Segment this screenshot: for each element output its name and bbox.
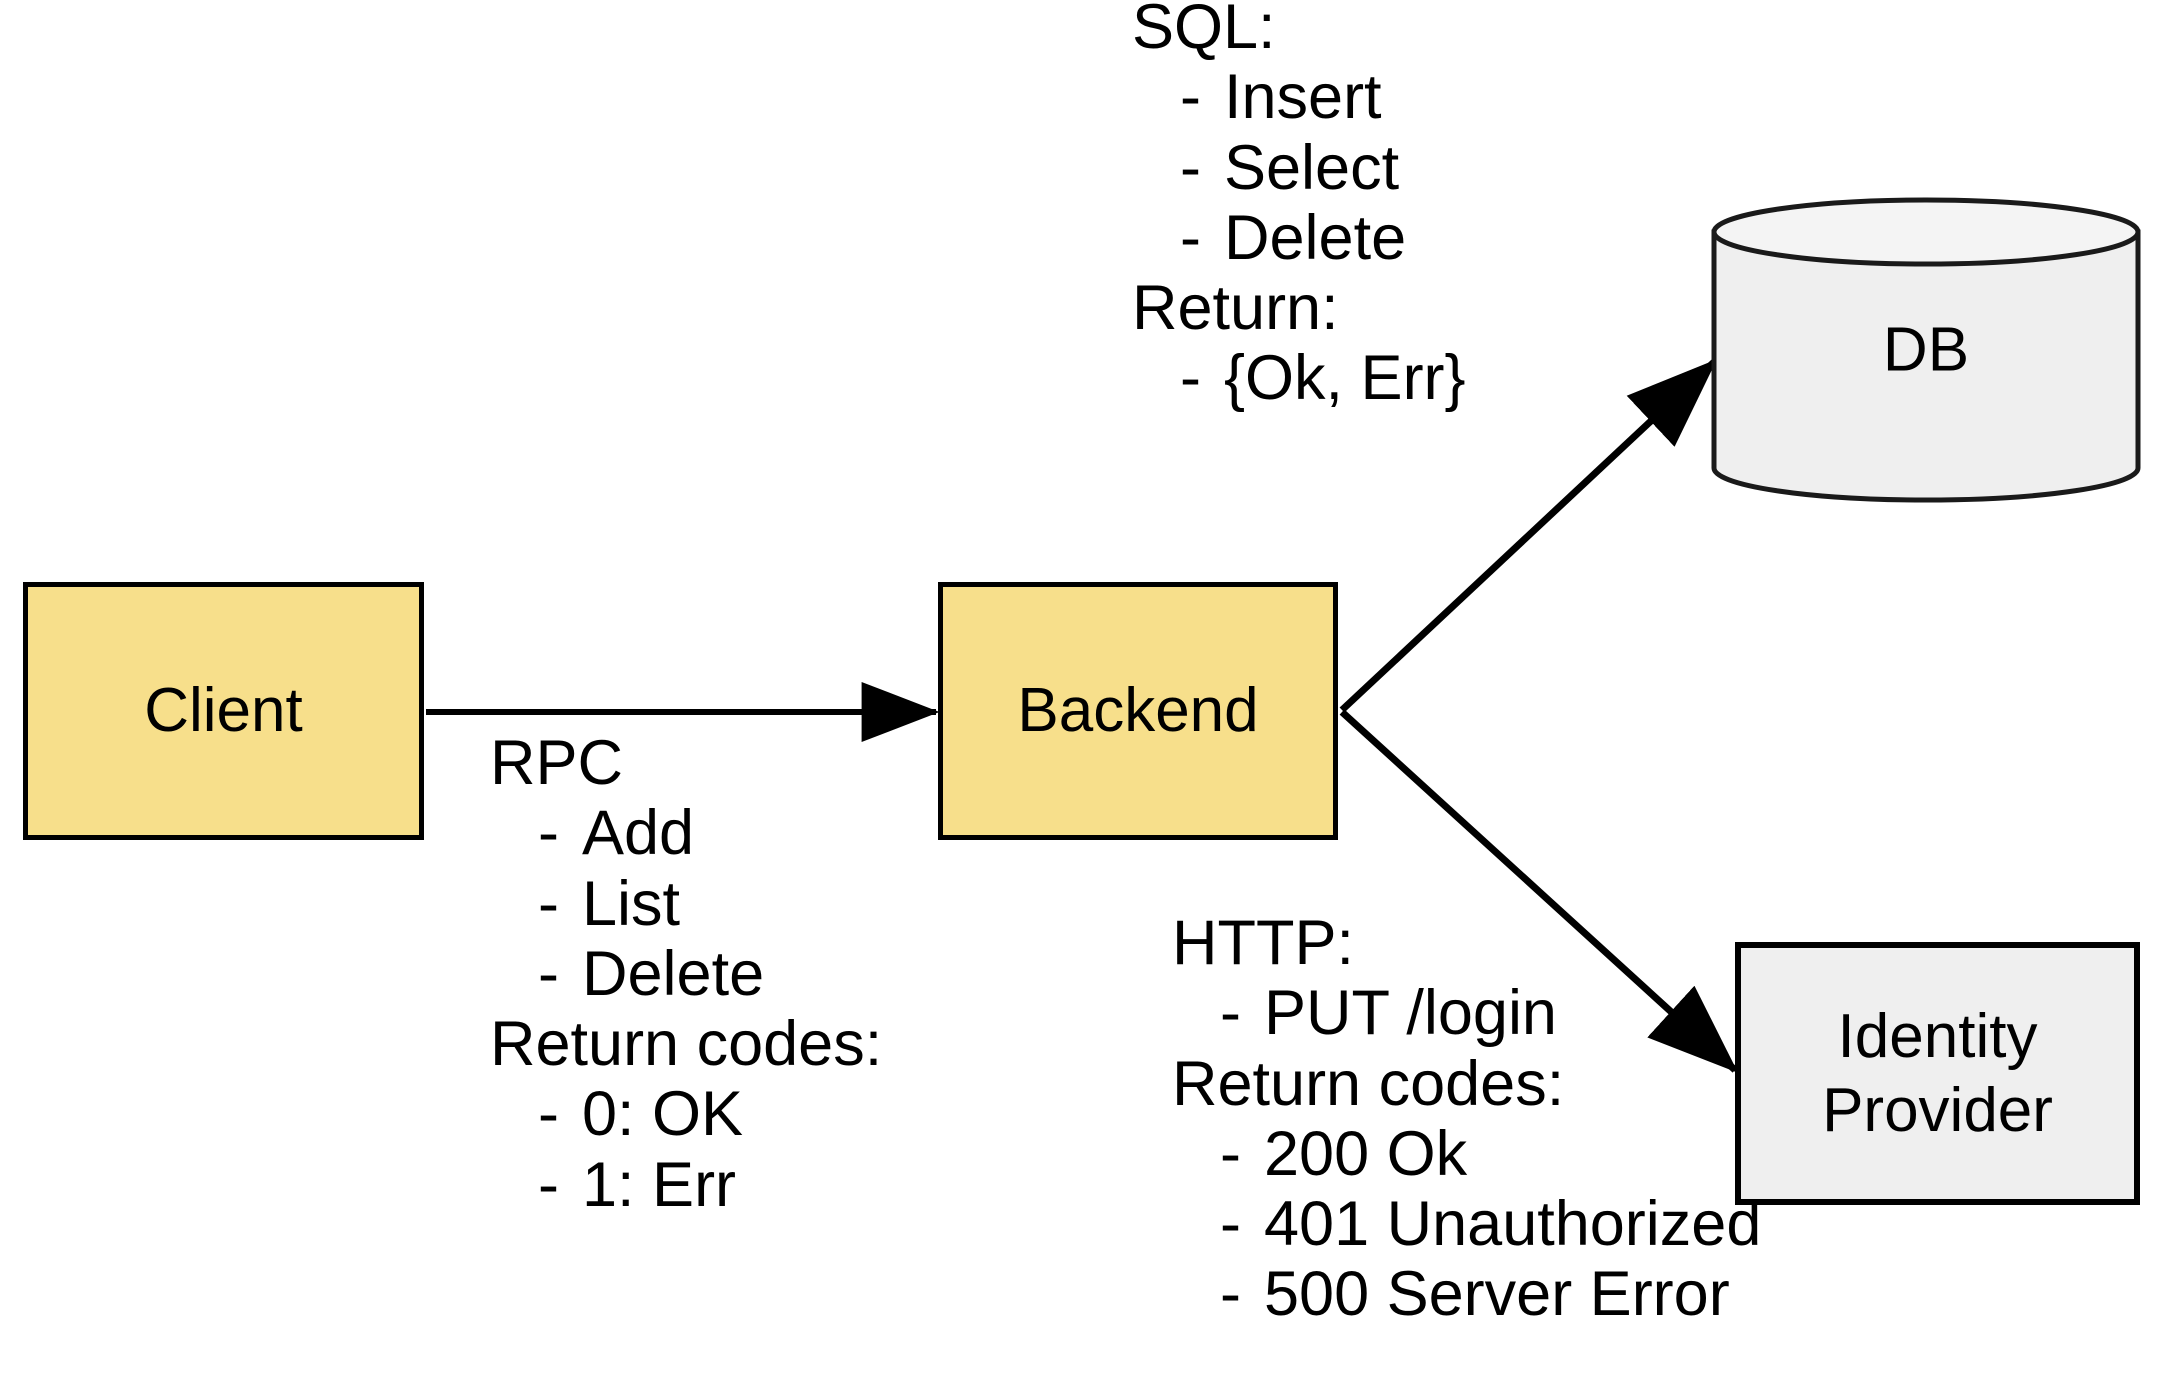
sql-item: - Insert — [1132, 62, 1466, 132]
node-db[interactable]: DB — [1710, 196, 2142, 504]
node-identity-provider-label-line1: Identity — [1837, 1002, 2038, 1072]
rpc-item-label: Delete — [582, 938, 765, 1009]
sql-return-label: {Ok, Err} — [1224, 343, 1466, 414]
bullet-dash: - — [1180, 343, 1201, 414]
rpc-returns-header: Return codes: — [490, 1009, 883, 1079]
sql-item-label: Insert — [1224, 62, 1382, 133]
sql-item: - Select — [1132, 133, 1466, 203]
rpc-item: - Add — [490, 798, 882, 868]
rpc-item-label: Add — [582, 798, 695, 869]
rpc-return-item: - 0: OK — [490, 1079, 882, 1149]
rpc-item: - Delete — [490, 939, 882, 1009]
http-return-label: 200 Ok — [1264, 1118, 1468, 1189]
rpc-return-label: 1: Err — [582, 1149, 737, 1220]
bullet-dash: - — [1220, 1189, 1241, 1259]
node-db-label: DB — [1882, 315, 1970, 385]
rpc-header: RPC — [490, 728, 624, 798]
http-item: - PUT /login — [1172, 978, 1761, 1048]
sql-header: SQL: — [1132, 0, 1276, 62]
sql-item-label: Select — [1224, 132, 1400, 203]
bullet-dash: - — [1180, 132, 1201, 203]
sql-return-item: - {Ok, Err} — [1132, 343, 1466, 413]
bullet-dash: - — [1220, 978, 1241, 1049]
rpc-return-label: 0: OK — [582, 1079, 744, 1150]
rpc-return-item: - 1: Err — [490, 1150, 882, 1220]
http-return-item: - 500 Server Error — [1172, 1259, 1761, 1329]
bullet-dash: - — [1220, 1118, 1241, 1189]
annotation-sql: SQL: - Insert - Select - Delete Return: … — [1132, 0, 1466, 414]
sql-returns-header: Return: — [1132, 273, 1339, 343]
bullet-dash: - — [538, 1079, 559, 1150]
sql-item: - Delete — [1132, 203, 1466, 273]
bullet-dash: - — [538, 868, 559, 939]
node-client-label: Client — [144, 676, 303, 746]
http-return-label: 401 Unauthorized — [1264, 1189, 1762, 1259]
http-return-item: - 401 Unauthorized — [1172, 1189, 1761, 1259]
http-return-item: - 200 Ok — [1172, 1119, 1761, 1189]
http-header: HTTP: — [1172, 908, 1354, 978]
rpc-item: - List — [490, 869, 882, 939]
http-returns-header: Return codes: — [1172, 1048, 1565, 1119]
node-identity-provider-label-line2: Provider — [1822, 1075, 2053, 1145]
bullet-dash: - — [1180, 62, 1201, 133]
http-return-label: 500 Server Error — [1264, 1259, 1730, 1330]
sql-item-label: Delete — [1224, 202, 1407, 273]
node-identity-provider[interactable]: Identity Provider — [1735, 942, 2140, 1205]
annotation-http: HTTP: - PUT /login Return codes: - 200 O… — [1172, 908, 1761, 1330]
bullet-dash: - — [538, 798, 559, 869]
database-cylinder-icon — [1711, 197, 2141, 503]
bullet-dash: - — [1220, 1259, 1241, 1330]
node-backend[interactable]: Backend — [938, 582, 1338, 840]
node-client[interactable]: Client — [23, 582, 424, 840]
bullet-dash: - — [538, 1149, 559, 1220]
edge-backend-to-db — [1339, 359, 1718, 713]
node-backend-label: Backend — [1017, 676, 1259, 746]
rpc-item-label: List — [582, 868, 681, 939]
http-item-label: PUT /login — [1264, 978, 1557, 1049]
bullet-dash: - — [1180, 202, 1201, 273]
bullet-dash: - — [538, 938, 559, 1009]
annotation-rpc: RPC - Add - List - Delete Return codes: … — [490, 728, 882, 1220]
